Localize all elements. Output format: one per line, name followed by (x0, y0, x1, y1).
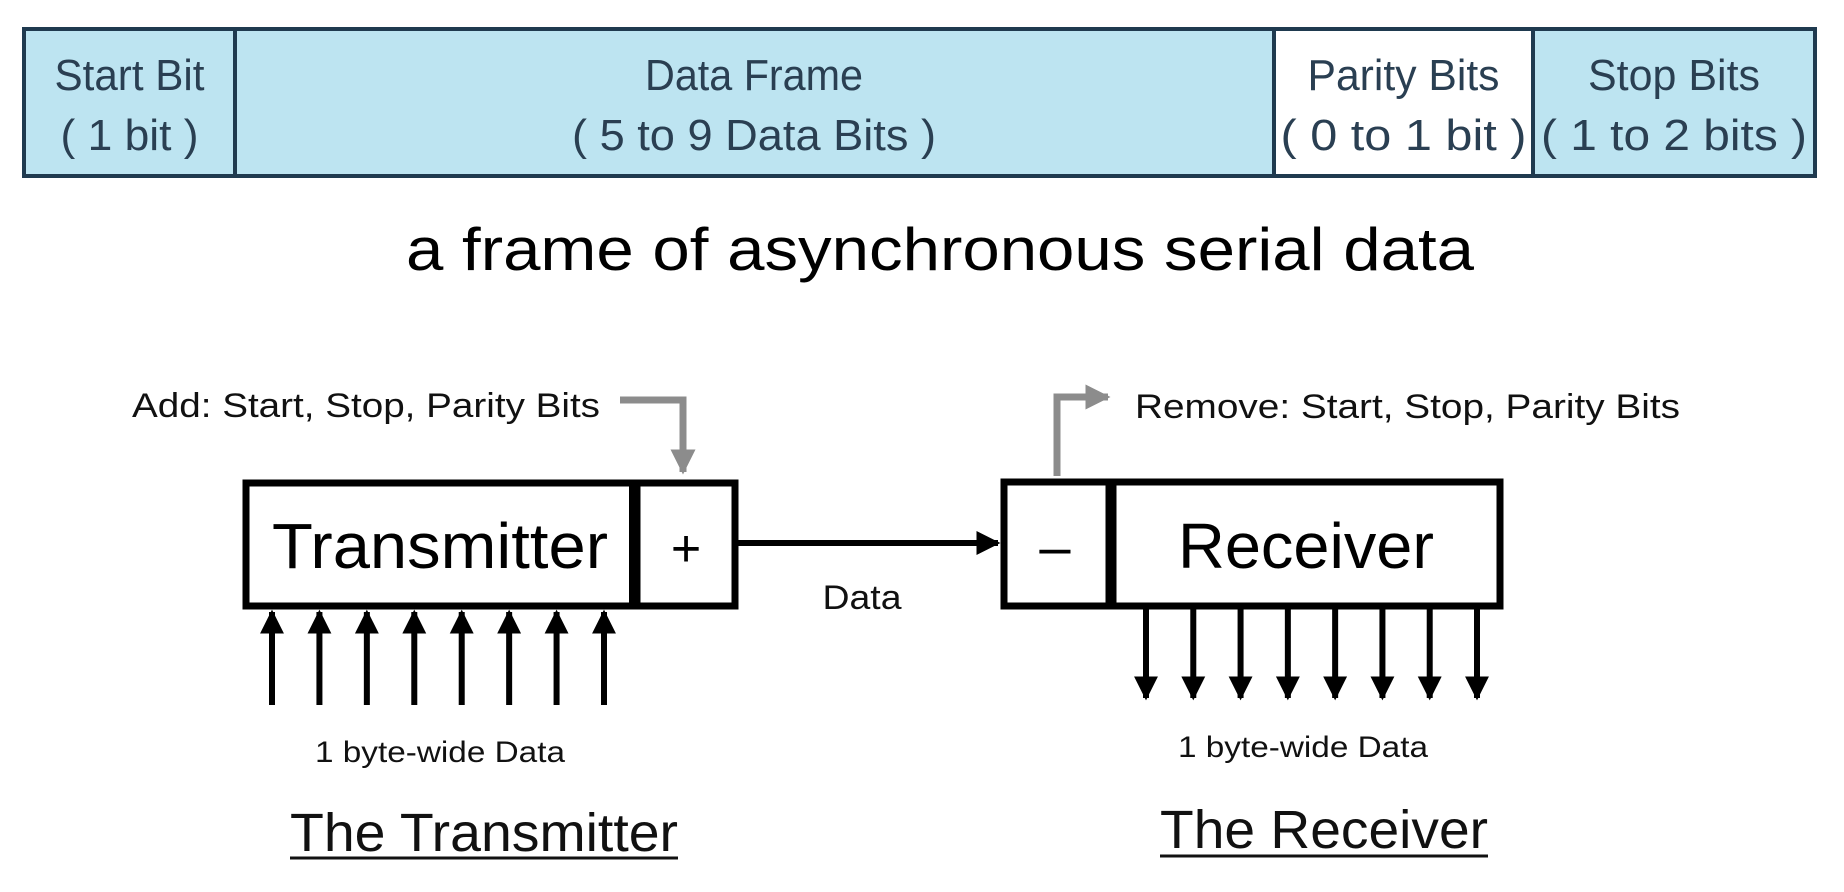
frame-field-name: Parity Bits (1308, 51, 1500, 100)
frame-field-parity-bits: Parity Bits ( 0 to 1 bit ) (1272, 27, 1535, 178)
frame-caption: a frame of asynchronous serial data (406, 216, 1475, 283)
frame-field-name: Data Frame (645, 51, 863, 100)
receiver-bus-label: 1 byte-wide Data (1178, 731, 1428, 764)
frame-field-size: ( 1 bit ) (61, 111, 199, 160)
frame-field-size: ( 0 to 1 bit ) (1281, 111, 1527, 160)
remove-operator: – (1039, 515, 1071, 578)
serial-frame-table: Start Bit ( 1 bit ) Data Frame ( 5 to 9 … (22, 27, 1817, 178)
receiver-annotation: Remove: Start, Stop, Parity Bits (1135, 388, 1680, 426)
remove-bits-arrow (1053, 384, 1111, 476)
frame-cell (233, 27, 1276, 178)
receiver-output-lines (1134, 609, 1489, 701)
remove-bits-block (1000, 478, 1113, 610)
add-operator: + (671, 520, 701, 578)
frame-field-name: Stop Bits (1588, 51, 1760, 100)
add-bits-arrow (620, 396, 696, 475)
transmitter-input-lines (260, 609, 616, 705)
frame-field-start-bit: Start Bit ( 1 bit ) (22, 27, 237, 178)
receiver-block-label: Receiver (1178, 510, 1434, 582)
transmitter-bus-label: 1 byte-wide Data (315, 736, 565, 769)
frame-field-stop-bits: Stop Bits ( 1 to 2 bits ) (1531, 27, 1817, 178)
transmitter-annotation: Add: Start, Stop, Parity Bits (132, 387, 600, 425)
frame-field-size: ( 5 to 9 Data Bits ) (572, 111, 936, 160)
receiver-heading: The Receiver (1160, 800, 1488, 860)
transmitter-section: Add: Start, Stop, Parity Bits Transmitte… (132, 387, 739, 863)
frame-cell (22, 27, 237, 178)
data-link-label: Data (823, 579, 902, 617)
frame-field-data-frame: Data Frame ( 5 to 9 Data Bits ) (233, 27, 1276, 178)
frame-field-name: Start Bit (55, 51, 205, 100)
frame-cell (1272, 27, 1535, 178)
transmitter-block (242, 479, 637, 610)
receiver-section: Remove: Start, Stop, Parity Bits – Recei… (1000, 384, 1680, 860)
frame-cell (1531, 27, 1817, 178)
transmitter-block-label: Transmitter (272, 510, 608, 582)
transmitter-heading: The Transmitter (290, 803, 678, 863)
frame-field-size: ( 1 to 2 bits ) (1541, 111, 1807, 160)
